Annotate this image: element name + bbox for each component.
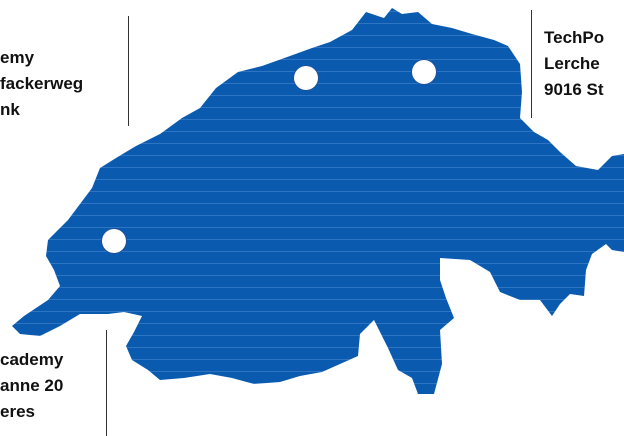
address-line: Lerche	[544, 54, 600, 73]
leader-line-northwest	[128, 16, 129, 126]
address-line: eres	[0, 402, 35, 421]
address-line: cademy	[0, 350, 64, 369]
leader-line-northeast	[531, 10, 532, 118]
address-line: 9016 St	[544, 80, 604, 99]
address-label-northeast: TechPo Lerche 9016 St	[544, 25, 604, 103]
leader-line-southwest	[106, 330, 107, 436]
address-label-southwest: cademy anne 20 eres	[0, 347, 63, 425]
address-line: nk	[0, 100, 20, 119]
location-marker-stgallen[interactable]	[412, 60, 436, 84]
address-label-northwest: emy fackerweg nk	[0, 45, 83, 123]
address-line: emy	[0, 48, 35, 67]
address-line: anne 20	[0, 376, 64, 395]
address-line: fackerweg	[0, 74, 84, 93]
location-marker-zurich[interactable]	[294, 66, 318, 90]
address-line: TechPo	[544, 28, 605, 47]
location-marker-lausanne[interactable]	[102, 229, 126, 253]
country-shape	[12, 8, 624, 394]
